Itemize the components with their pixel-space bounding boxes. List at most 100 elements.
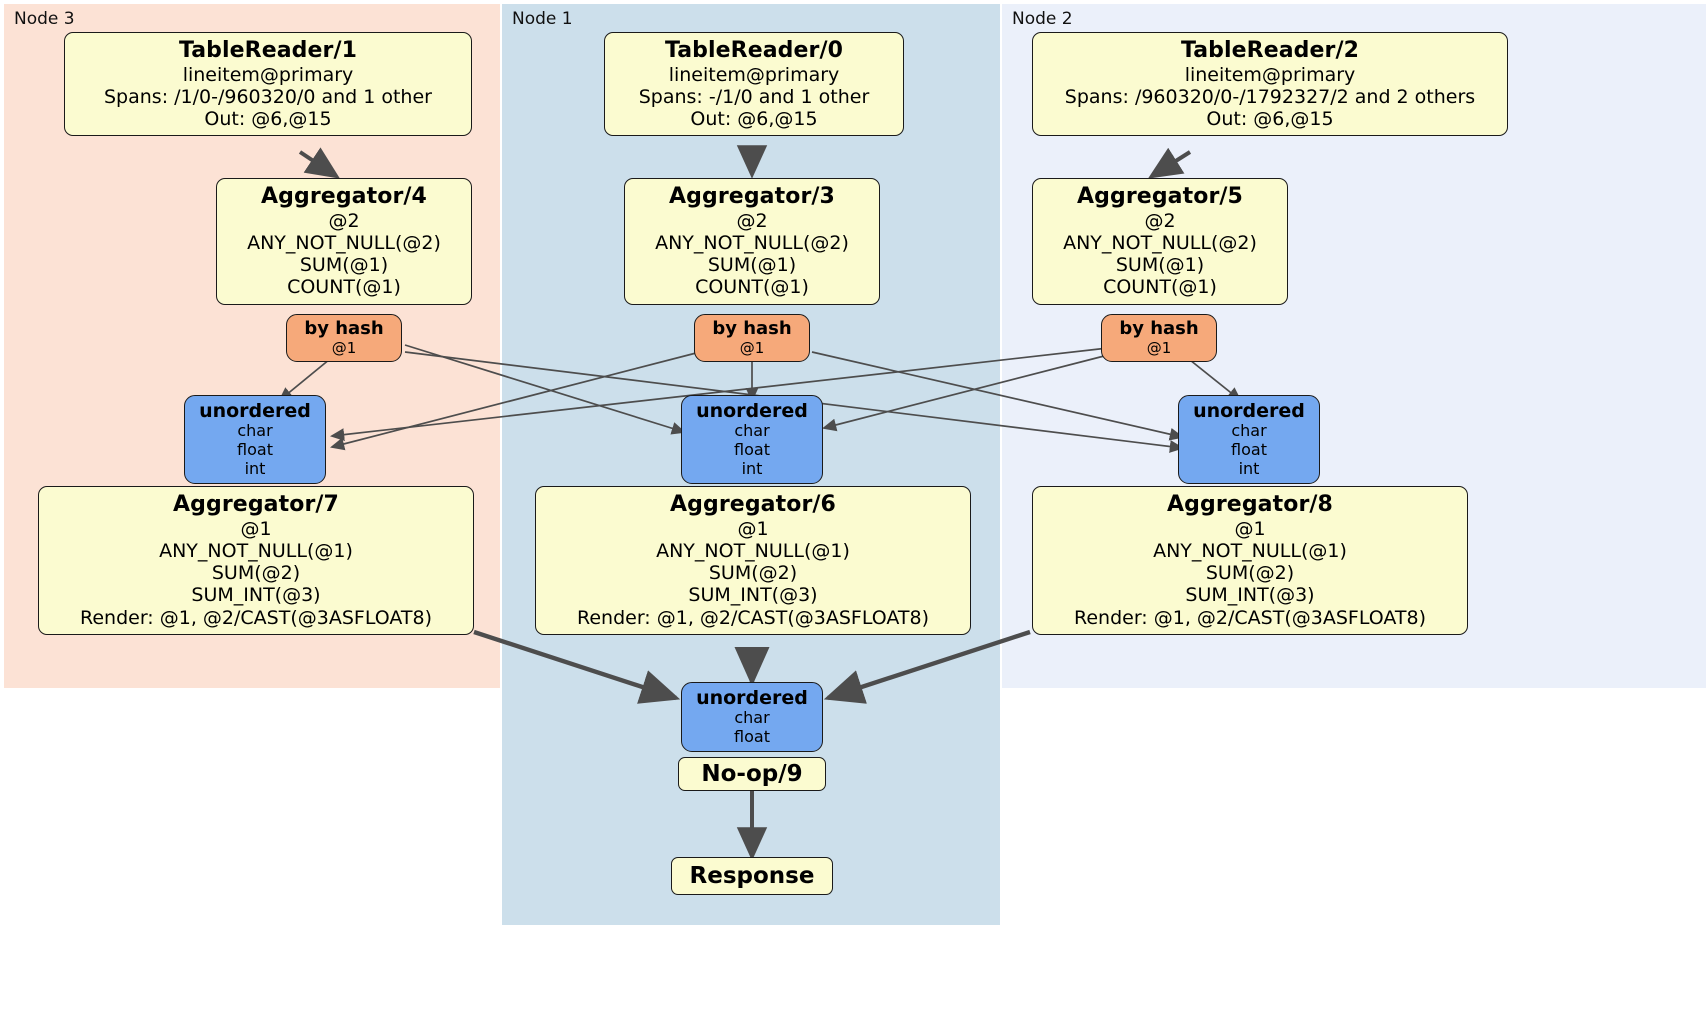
router-line: @1 [331,338,357,357]
processor-line: SUM(@1) [707,254,797,277]
processor-line: SUM(@1) [299,254,389,277]
processor-title: Aggregator/4 [261,184,427,209]
synchronizer-title: unordered [199,400,311,422]
processor-line: Out: @6,@15 [690,108,818,131]
edge-aggregator7-unordered-final [473,629,681,704]
processor-line: SUM_INT(@3) [1185,584,1315,607]
processor-title: TableReader/1 [178,38,358,63]
processor-line: ANY_NOT_NULL(@2) [247,231,441,254]
processor-aggregator-6[interactable]: Aggregator/6 @1 ANY_NOT_NULL(@1) SUM(@2)… [535,486,971,635]
processor-aggregator-5[interactable]: Aggregator/5 @2 ANY_NOT_NULL(@2) SUM(@1)… [1032,178,1288,305]
processor-tablereader-1[interactable]: TableReader/1 lineitem@primary Spans: /1… [64,32,472,137]
synchronizer-line: float [1231,440,1267,460]
synchronizer-line: char [734,708,770,728]
processor-line: ANY_NOT_NULL(@1) [159,539,353,562]
synchronizer-unordered-7[interactable]: unordered char float int [184,395,326,485]
edge-byhash5-unordered7 [329,347,1109,442]
processor-line: COUNT(@1) [1103,276,1217,299]
processor-aggregator-7[interactable]: Aggregator/7 @1 ANY_NOT_NULL(@1) SUM(@2)… [38,486,474,635]
processor-line: Spans: -/1/0 and 1 other [638,85,870,108]
synchronizer-line: float [734,727,770,747]
router-line: @1 [1146,338,1172,357]
processor-tablereader-0[interactable]: TableReader/0 lineitem@primary Spans: -/… [604,32,904,137]
processor-title: Response [689,863,815,889]
processor-line: Spans: /960320/0-/1792327/2 and 2 others [1064,85,1476,108]
processor-aggregator-3[interactable]: Aggregator/3 @2 ANY_NOT_NULL(@2) SUM(@1)… [624,178,880,305]
processor-line: Out: @6,@15 [1206,108,1334,131]
edge-byhash5-unordered8 [1189,359,1242,402]
edge-tablereader1-aggregator4 [298,147,340,179]
processor-title: TableReader/2 [1180,38,1360,63]
synchronizer-line: char [1231,421,1267,441]
processor-line: SUM(@2) [708,562,798,585]
router-title: by hash [304,318,384,339]
processor-title: Aggregator/8 [1167,492,1333,517]
processor-line: SUM_INT(@3) [191,584,321,607]
synchronizer-line: int [244,459,266,479]
synchronizer-line: char [734,421,770,441]
processor-noop-9[interactable]: No-op/9 [678,757,826,791]
processor-line: Out: @6,@15 [204,108,332,131]
processor-aggregator-4[interactable]: Aggregator/4 @2 ANY_NOT_NULL(@2) SUM(@1)… [216,178,472,305]
edge-byhash4-unordered7 [278,358,331,402]
router-title: by hash [712,318,792,339]
processor-line: SUM(@2) [1205,562,1295,585]
synchronizer-line: float [734,440,770,460]
processor-title: TableReader/0 [664,38,844,63]
synchronizer-unordered-8[interactable]: unordered char float int [1178,395,1320,485]
processor-line: COUNT(@1) [695,276,809,299]
processor-line: ANY_NOT_NULL(@2) [655,231,849,254]
processor-line: @2 [328,209,360,232]
processor-line: lineitem@primary [182,63,354,86]
processor-title: Aggregator/5 [1077,184,1243,209]
processor-tablereader-2[interactable]: TableReader/2 lineitem@primary Spans: /9… [1032,32,1508,137]
synchronizer-line: int [1238,459,1260,479]
processor-line: @2 [736,209,768,232]
synchronizer-unordered-final[interactable]: unordered char float [681,682,823,753]
processor-line: Spans: /1/0-/960320/0 and 1 other [104,85,432,108]
processor-title: Aggregator/6 [670,492,836,517]
router-title: by hash [1119,318,1199,339]
edge-tablereader2-aggregator5 [1147,147,1192,179]
synchronizer-unordered-6[interactable]: unordered char float int [681,395,823,485]
processor-line: Render: @1, @2/CAST(@3ASFLOAT8) [577,606,929,629]
processor-aggregator-8[interactable]: Aggregator/8 @1 ANY_NOT_NULL(@1) SUM(@2)… [1032,486,1468,635]
router-by-hash-5[interactable]: by hash @1 [1101,314,1217,363]
processor-line: SUM(@2) [211,562,301,585]
processor-title: No-op/9 [701,761,803,787]
processor-line: Render: @1, @2/CAST(@3ASFLOAT8) [1074,606,1426,629]
edge-byhash4-unordered6 [404,344,686,435]
processor-line: SUM(@1) [1115,254,1205,277]
edge-byhash3-unordered7 [330,351,701,451]
router-by-hash-4[interactable]: by hash @1 [286,314,402,363]
processor-line: @1 [240,517,272,540]
synchronizer-line: int [741,459,763,479]
node-panel-label-node2: Node 2 [1012,9,1073,29]
processor-line: lineitem@primary [1184,63,1356,86]
processor-title: Aggregator/7 [173,492,339,517]
processor-line: SUM_INT(@3) [688,584,818,607]
synchronizer-line: char [237,421,273,441]
edge-byhash5-unordered6 [822,354,1109,432]
processor-line: Render: @1, @2/CAST(@3ASFLOAT8) [80,606,432,629]
processor-line: ANY_NOT_NULL(@1) [656,539,850,562]
processor-title: Aggregator/3 [669,184,835,209]
processor-line: ANY_NOT_NULL(@1) [1153,539,1347,562]
processor-line: @1 [737,517,769,540]
synchronizer-line: float [237,440,273,460]
router-line: @1 [739,338,765,357]
router-by-hash-3[interactable]: by hash @1 [694,314,810,363]
synchronizer-title: unordered [696,400,808,422]
node-panel-label-node3: Node 3 [14,9,75,29]
processor-line: @2 [1144,209,1176,232]
synchronizer-title: unordered [696,687,808,709]
processor-line: lineitem@primary [668,63,840,86]
node-panel-label-node1: Node 1 [512,9,573,29]
edge-byhash3-unordered8 [811,351,1184,441]
synchronizer-title: unordered [1193,400,1305,422]
processor-response[interactable]: Response [671,857,833,895]
processor-line: ANY_NOT_NULL(@2) [1063,231,1257,254]
edge-aggregator8-unordered-final [823,629,1031,704]
